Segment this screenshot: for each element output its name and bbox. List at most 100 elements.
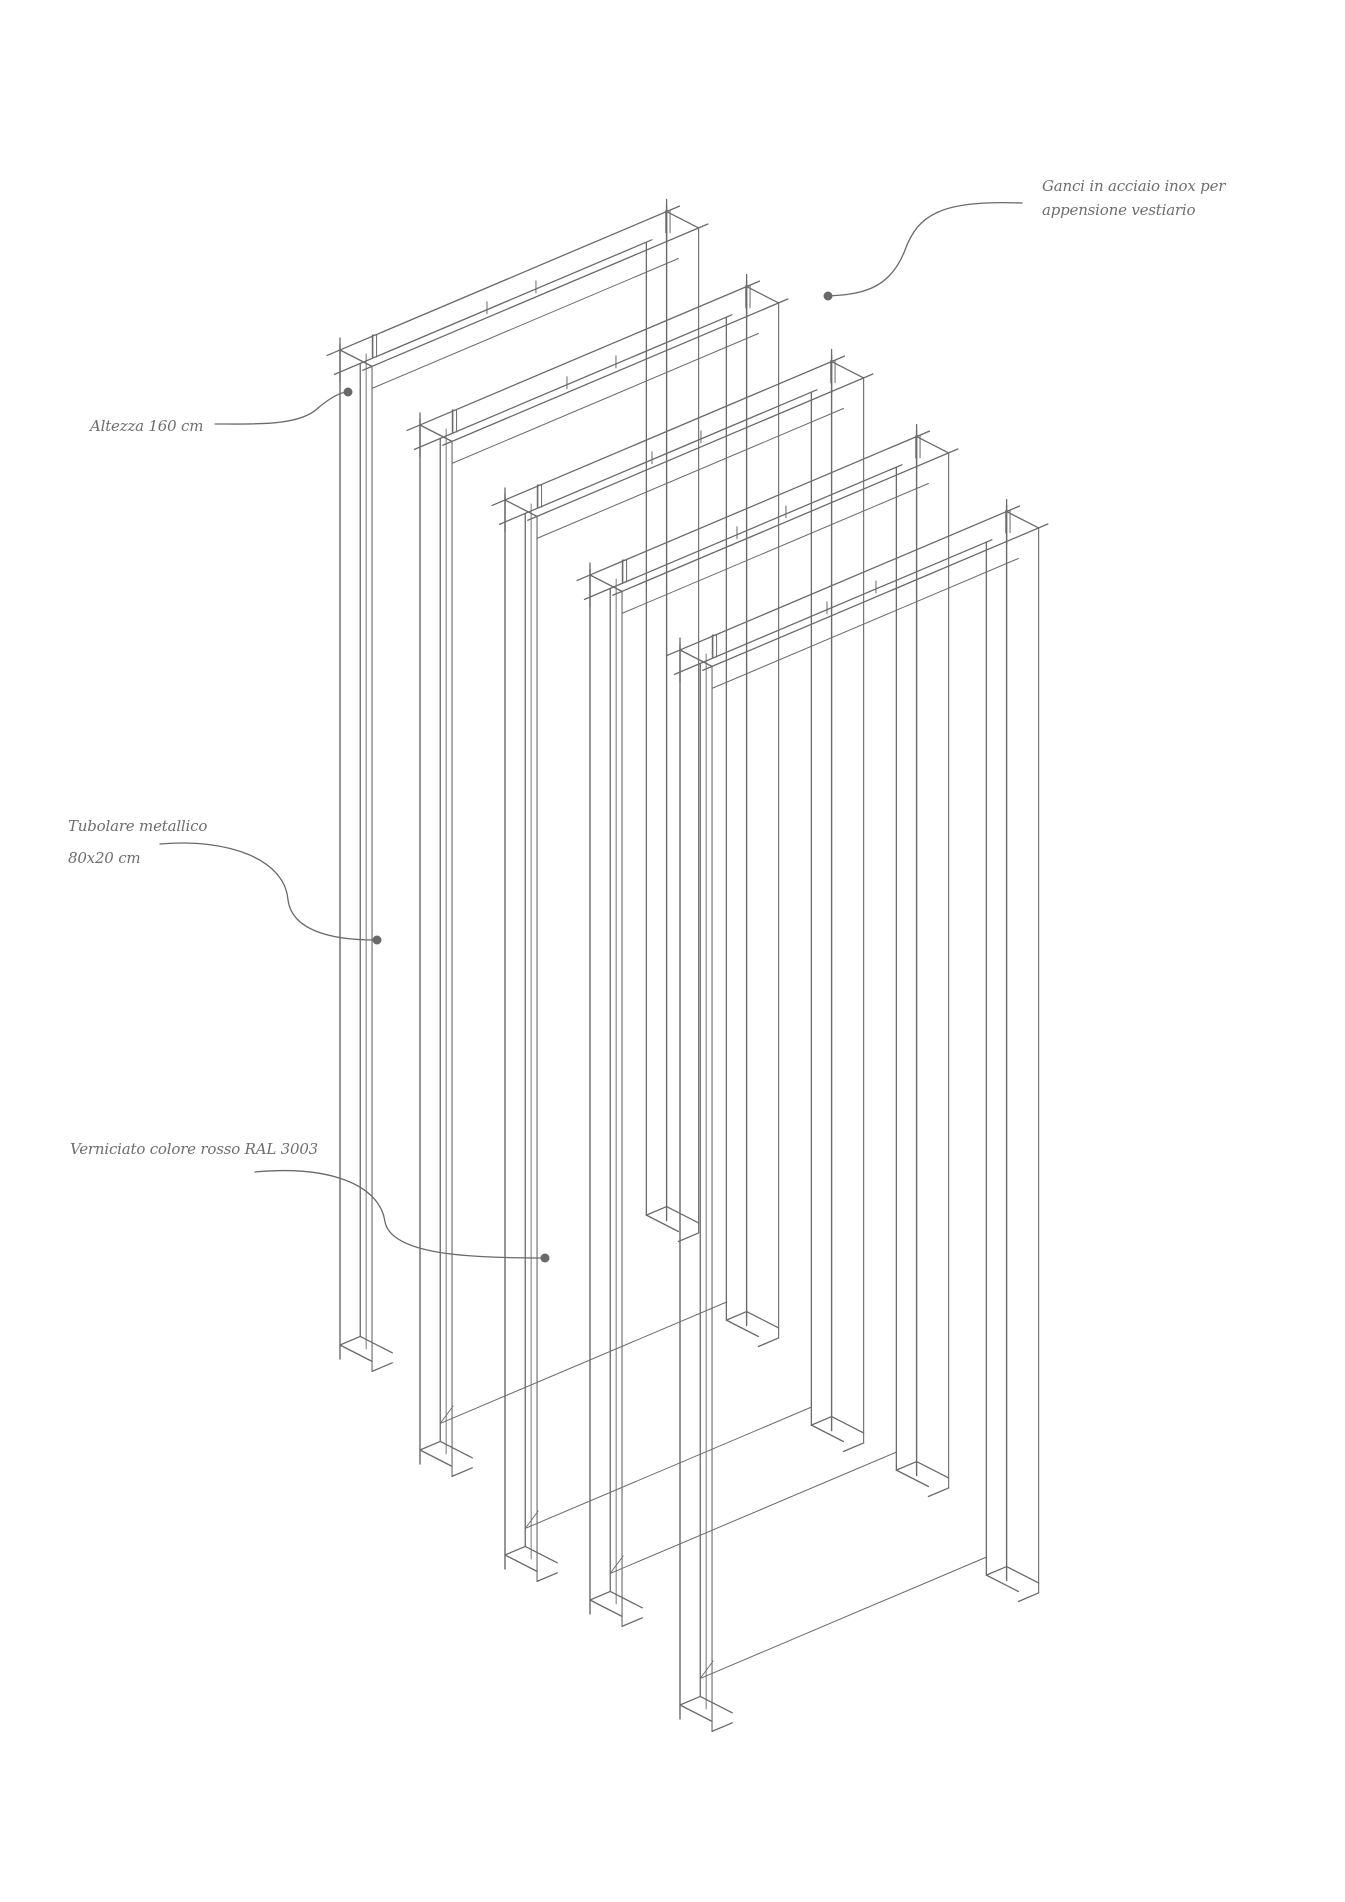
sketch-line — [504, 1545, 526, 1556]
sketch-line — [491, 355, 846, 507]
sketch-line — [1017, 1592, 1040, 1603]
sketch-line — [419, 424, 453, 443]
sketch-line — [810, 1415, 833, 1426]
sketch-line — [699, 1660, 714, 1679]
sketch-line — [699, 1695, 733, 1714]
leader-tube — [159, 842, 376, 941]
sketch-line — [621, 483, 929, 614]
sketch-line — [645, 1205, 668, 1216]
sketch-line — [711, 558, 1019, 689]
sketch-line — [504, 1554, 538, 1573]
sketch-line — [830, 360, 865, 379]
sketch-line — [612, 448, 959, 596]
sketch-line — [645, 1214, 680, 1233]
sketch-line — [371, 1362, 393, 1373]
sketch-line — [439, 1440, 473, 1459]
sketch-line — [679, 1695, 701, 1706]
sketch-line — [665, 1205, 700, 1224]
annotation-paint: Verniciato colore rosso RAL 3003 — [70, 1137, 318, 1161]
sketch-line — [725, 1319, 760, 1338]
sketch-line — [589, 1599, 623, 1618]
sketch-line — [609, 1590, 643, 1609]
sketch-line — [757, 1337, 780, 1348]
sketch-line — [830, 1415, 865, 1434]
sketch-line — [524, 1510, 539, 1529]
annotation-tube: Tubolare metallico 80x20 cm — [68, 814, 207, 870]
leader-height — [214, 391, 349, 425]
frame-1 — [326, 198, 709, 1373]
annotation-height-line1: Altezza 160 cm — [90, 417, 204, 435]
leader-lines — [159, 201, 1023, 1263]
leader-dot-tube — [372, 935, 382, 945]
sketch-line — [504, 499, 538, 518]
sketch-line — [589, 1590, 611, 1601]
sketch-line — [927, 1487, 950, 1498]
sketch-line — [589, 574, 623, 593]
sketch-line — [679, 649, 713, 668]
leader-dot-hooks — [823, 291, 833, 301]
sketch-line — [895, 1460, 918, 1471]
leader-dot-paint — [540, 1253, 550, 1263]
annotation-hooks-line2: appensione vestiario — [1042, 201, 1196, 219]
sketch-line — [1005, 510, 1040, 529]
sketch-line — [524, 1406, 812, 1529]
sketch-line — [666, 505, 1021, 657]
sketch-line — [359, 1335, 393, 1354]
leader-hooks — [824, 201, 1023, 297]
sketch-line — [810, 1424, 845, 1443]
sketch-line — [673, 539, 993, 675]
sketch-line — [339, 349, 373, 368]
sketch-line — [442, 298, 789, 446]
sketch-line — [895, 1469, 930, 1488]
sketch-line — [677, 1232, 700, 1243]
sketch-line — [621, 1617, 643, 1628]
sketch-line — [527, 373, 874, 521]
sketch-line — [498, 389, 818, 525]
sketch-line — [439, 1405, 454, 1424]
sketch-line — [451, 333, 759, 464]
sketch-line — [536, 408, 844, 539]
annotation-hooks-line1: Ganci in acciaio inox per — [1042, 177, 1226, 195]
sketch-line — [326, 205, 681, 357]
sketch-line — [842, 1442, 865, 1453]
frame-3 — [491, 348, 874, 1583]
sketch-line — [699, 1556, 987, 1679]
frame-4 — [576, 423, 959, 1628]
annotation-tube-line2: 80x20 cm — [68, 849, 141, 867]
frame-2 — [406, 273, 789, 1478]
annotation-hooks: Ganci in acciaio inox per appensione ves… — [1042, 174, 1225, 222]
sketch-line — [439, 1301, 727, 1424]
sketch-line — [1005, 1565, 1040, 1584]
sketch-line — [609, 1451, 897, 1574]
sketch-line — [419, 1449, 453, 1468]
frame-5 — [666, 498, 1049, 1733]
sketch-line — [524, 1545, 558, 1564]
sketch-line — [915, 1460, 950, 1479]
sketch-line — [339, 1335, 361, 1346]
sketch-line — [745, 1310, 780, 1329]
sketch-line — [536, 1572, 558, 1583]
sketch-line — [609, 1555, 624, 1574]
leader-paint — [254, 1170, 544, 1259]
sketch-line — [915, 435, 950, 454]
sketch-line — [371, 258, 679, 389]
sketch-line — [362, 223, 709, 371]
sketch-line — [745, 285, 780, 304]
sketch-line — [985, 1565, 1008, 1576]
annotation-tube-line1: Tubolare metallico — [68, 817, 208, 835]
annotation-height: Altezza 160 cm — [90, 414, 203, 438]
sketch-line — [985, 1574, 1020, 1593]
sketch-line — [419, 1440, 441, 1451]
sketch-line — [339, 1344, 373, 1363]
sketch-line — [679, 1704, 713, 1723]
sketch-line — [702, 523, 1049, 671]
sketch-line — [665, 210, 700, 229]
sketch-line — [725, 1310, 748, 1321]
sketch-line — [451, 1467, 473, 1478]
sketch-line — [333, 239, 653, 375]
sketch-line — [413, 314, 733, 450]
annotation-paint-line1: Verniciato colore rosso RAL 3003 — [70, 1140, 319, 1158]
sketch-line — [711, 1722, 733, 1733]
